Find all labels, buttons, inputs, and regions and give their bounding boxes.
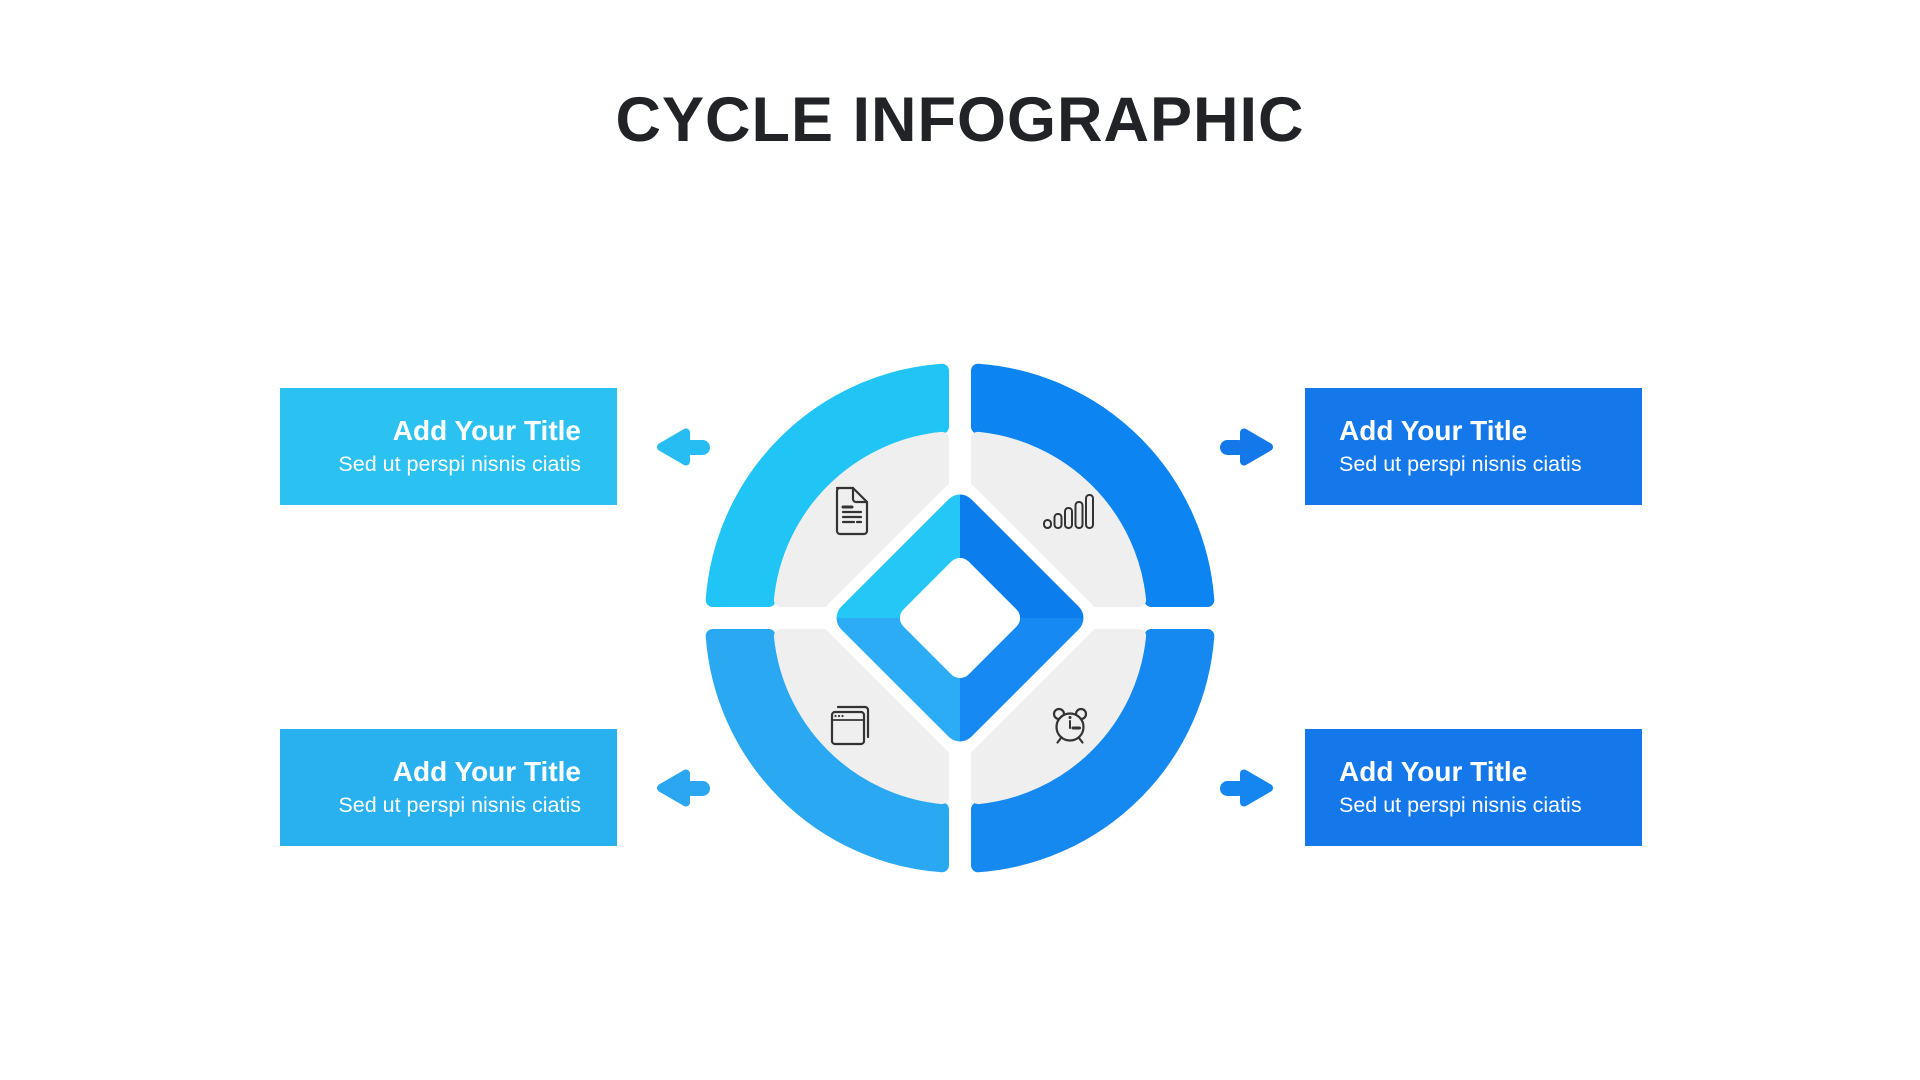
ring-segment-bottom-right	[971, 629, 1215, 873]
arrow-left-bottom-icon	[657, 769, 710, 807]
arrow-right-bottom-icon	[1220, 769, 1273, 807]
card-bottom-left: Add Your Title Sed ut perspi nisnis ciat…	[280, 729, 617, 846]
arrow-right-top-icon	[1220, 428, 1273, 466]
diamond-arm-top-right	[960, 494, 1084, 618]
arrow-left-top-icon	[657, 428, 710, 466]
diamond-arm-top-left	[836, 494, 960, 618]
browser-window-icon	[830, 705, 870, 746]
card-subtitle: Sed ut perspi nisnis ciatis	[1339, 452, 1582, 477]
ring-segment-top-right	[971, 363, 1215, 607]
page-title: CYCLE INFOGRAPHIC	[615, 85, 1305, 155]
alarm-clock-icon	[1052, 707, 1088, 744]
signal-bars-icon	[1043, 494, 1094, 529]
card-subtitle: Sed ut perspi nisnis ciatis	[1339, 793, 1582, 818]
ring-segment-bottom-left	[705, 629, 949, 873]
card-title: Add Your Title	[1339, 756, 1528, 788]
card-top-right: Add Your Title Sed ut perspi nisnis ciat…	[1305, 388, 1642, 505]
ring-segment-top-left	[705, 363, 949, 607]
diamond-center	[899, 557, 1021, 679]
card-title: Add Your Title	[392, 415, 581, 447]
card-subtitle: Sed ut perspi nisnis ciatis	[338, 452, 581, 477]
diamond-arm-bottom-left	[836, 618, 960, 742]
card-bottom-right: Add Your Title Sed ut perspi nisnis ciat…	[1305, 729, 1642, 846]
cycle-diagram	[705, 363, 1215, 873]
card-title: Add Your Title	[392, 756, 581, 788]
card-subtitle: Sed ut perspi nisnis ciatis	[338, 793, 581, 818]
diamond-arm-bottom-right	[960, 618, 1084, 742]
document-icon	[835, 486, 869, 536]
card-title: Add Your Title	[1339, 415, 1528, 447]
card-top-left: Add Your Title Sed ut perspi nisnis ciat…	[280, 388, 617, 505]
